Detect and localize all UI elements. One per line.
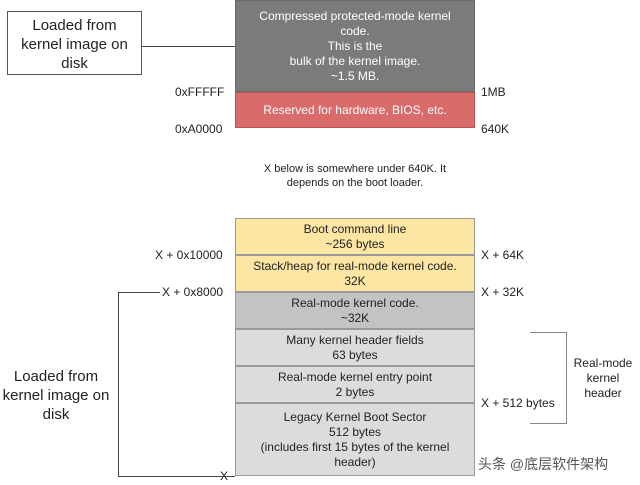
real-mode-kernel-header-label: Real-mode kernel header bbox=[573, 356, 633, 400]
bottom-bracket-top bbox=[118, 292, 160, 293]
address-x-plus-0x10000: X + 0x10000 bbox=[155, 248, 223, 262]
address-1mb: 1MB bbox=[481, 85, 506, 99]
top-note-connector bbox=[142, 46, 235, 47]
entry-point-block: Real-mode kernel entry point 2 bytes bbox=[235, 366, 475, 403]
real-mode-kernel-code-block: Real-mode kernel code. ~32K bbox=[235, 292, 475, 329]
watermark-text: 头条 @底层软件架构 bbox=[478, 456, 609, 472]
kernel-header-fields-block: Many kernel header fields 63 bytes bbox=[235, 329, 475, 366]
header-bracket-vertical bbox=[566, 332, 567, 424]
bottom-bracket-bottom bbox=[118, 476, 235, 477]
address-x-plus-32k: X + 32K bbox=[481, 285, 525, 299]
address-x-plus-64k: X + 64K bbox=[481, 248, 525, 262]
compressed-kernel-block: Compressed protected-mode kernel code. T… bbox=[235, 0, 475, 92]
boot-command-line-block: Boot command line ~256 bytes bbox=[235, 218, 475, 255]
reserved-bios-block: Reserved for hardware, BIOS, etc. bbox=[235, 92, 475, 128]
address-x-plus-512-bytes: X + 512 bytes bbox=[481, 396, 555, 410]
address-640k: 640K bbox=[481, 122, 510, 136]
address-0xa0000: 0xA0000 bbox=[175, 122, 223, 136]
loaded-from-disk-note-bottom: Loaded from kernel image on disk bbox=[2, 368, 110, 423]
middle-caption: X below is somewhere under 640K. It depe… bbox=[263, 163, 447, 189]
stack-heap-block: Stack/heap for real-mode kernel code. 32… bbox=[235, 255, 475, 292]
legacy-boot-sector-block: Legacy Kernel Boot Sector 512 bytes (inc… bbox=[235, 403, 475, 476]
address-x-plus-0x8000: X + 0x8000 bbox=[162, 285, 224, 299]
header-bracket-bottom bbox=[530, 423, 567, 424]
bottom-bracket-vertical bbox=[118, 292, 119, 476]
address-0xfffff: 0xFFFFF bbox=[175, 85, 225, 99]
loaded-from-disk-note-top: Loaded from kernel image on disk bbox=[7, 11, 142, 75]
header-bracket-top bbox=[530, 332, 567, 333]
